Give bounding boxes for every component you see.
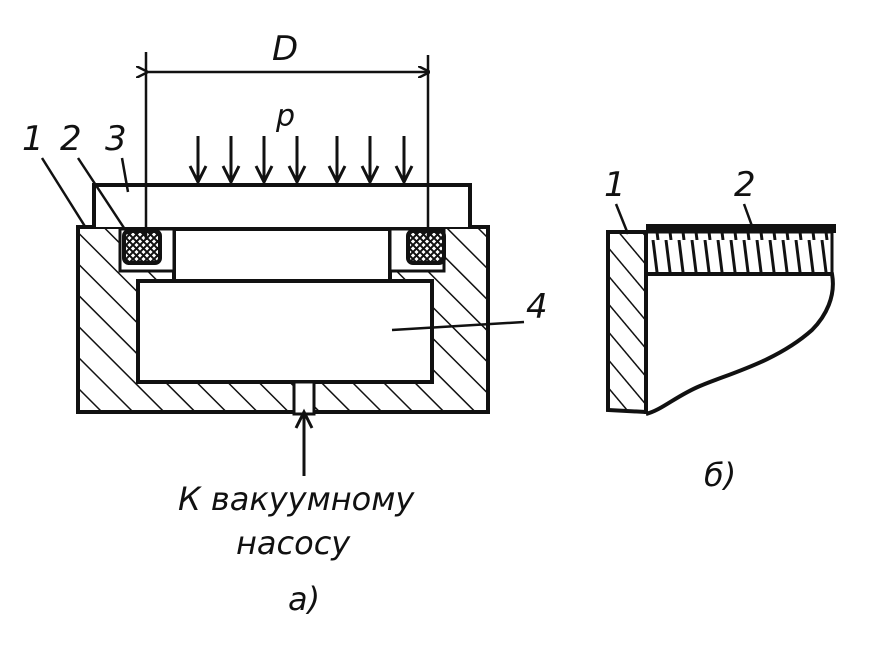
pressure-arrow: [188, 136, 208, 186]
leader-4: [391, 320, 525, 332]
pump-label-line2: насосу: [236, 524, 351, 562]
detail-body: [606, 230, 648, 415]
pressure-arrow: [254, 136, 274, 186]
caption-b: б): [704, 456, 736, 494]
part-label-1: 1: [22, 119, 44, 159]
pressure-arrow: [327, 136, 347, 186]
part-label-2: 2: [60, 119, 82, 159]
right-seal-ring: [406, 229, 446, 265]
detail-leader-2: [742, 203, 754, 227]
vacuum-cavity: [136, 279, 434, 384]
part-label-4: 4: [526, 287, 548, 327]
figure-a: D p 1 2 3 4 К вакуумному насосу а): [22, 29, 548, 618]
leader-3: [120, 157, 130, 193]
left-seal-ring: [122, 229, 162, 265]
detail-break-curve: [645, 272, 835, 416]
pressure-arrow: [221, 136, 241, 186]
upper-recess: [172, 227, 392, 283]
workpiece-plate: [92, 183, 472, 227]
pump-arrow: [294, 408, 314, 476]
leader-1: [40, 157, 88, 229]
pressure-arrow: [394, 136, 414, 186]
pressure-arrow: [287, 136, 307, 186]
figure-b: 1 2 б): [604, 165, 836, 494]
detail-layer: [644, 230, 834, 276]
detail-leader-1: [614, 203, 630, 235]
pressure-arrow: [360, 136, 380, 186]
detail-label-1: 1: [604, 165, 626, 205]
part-label-3: 3: [105, 119, 127, 159]
detail-strip: [646, 224, 836, 233]
pressure-arrows: [188, 136, 414, 186]
pump-label-line1: К вакуумному: [178, 480, 415, 518]
detail-label-2: 2: [734, 165, 756, 205]
caption-a: а): [288, 580, 320, 618]
leader-2: [76, 157, 130, 235]
dimension-label-d: D: [272, 29, 298, 69]
pressure-label-p: p: [275, 99, 295, 134]
